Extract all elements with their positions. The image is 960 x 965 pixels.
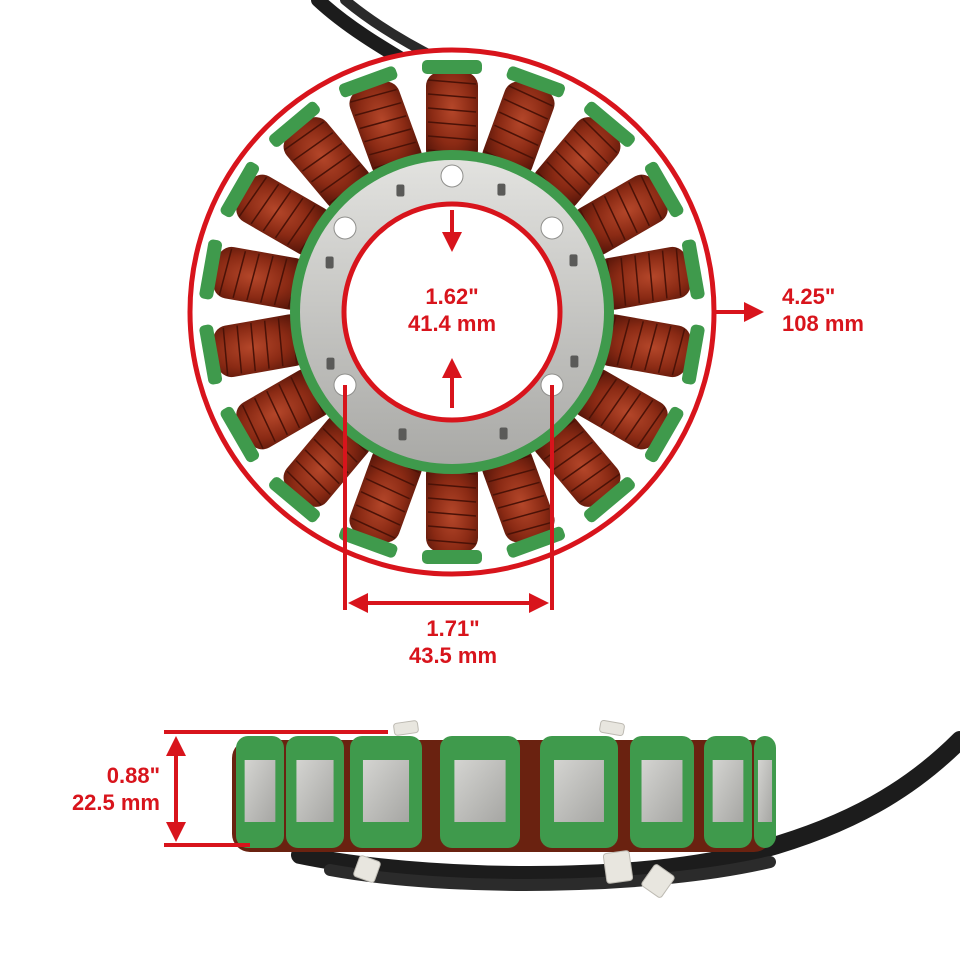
inner-diameter-inch: 1.62" (425, 284, 479, 309)
outer-diameter-inch: 4.25" (782, 284, 836, 309)
stator-coil (422, 460, 482, 564)
thickness-inch: 0.88" (106, 763, 160, 788)
side-pole (540, 736, 618, 848)
side-zip-ties (353, 719, 675, 898)
stator-coil (532, 414, 635, 523)
bolt-spacing-inch: 1.71" (426, 616, 480, 641)
stator-coil (339, 446, 422, 558)
side-pole (286, 736, 344, 848)
side-pole (630, 736, 694, 848)
bolt-hole (540, 216, 564, 240)
rivet (325, 256, 334, 269)
stator-coil (572, 161, 684, 256)
inner-diameter-label: 1.62" 41.4 mm (392, 283, 512, 337)
side-pole (704, 736, 752, 848)
side-pole (440, 736, 520, 848)
stator-coil (532, 101, 635, 210)
outer-diameter-mm: 108 mm (782, 311, 864, 336)
outer-diameter-label: 4.25" 108 mm (782, 283, 902, 337)
rivet (497, 183, 506, 196)
rivet (569, 254, 578, 267)
side-pole (236, 736, 284, 848)
stator-coil (339, 66, 422, 178)
stator-front-view (187, 47, 717, 577)
thickness-label: 0.88" 22.5 mm (20, 762, 160, 816)
rivet (398, 428, 407, 441)
stator-coil (422, 60, 482, 164)
thickness-mm: 22.5 mm (71, 790, 160, 815)
inner-diameter-circle (341, 201, 563, 423)
stator-coil (199, 314, 309, 385)
stator-coil (269, 414, 372, 523)
stator-coil (595, 314, 705, 385)
rivet (499, 427, 508, 440)
bolt-spacing-mm: 43.5 mm (408, 643, 498, 668)
bolt-spacing-label: 1.71" 43.5 mm (388, 615, 518, 669)
rivet (396, 184, 405, 197)
coil-ring (199, 60, 705, 564)
stator-coil (595, 239, 705, 310)
stator-coil (269, 101, 372, 210)
inner-diameter-mm: 41.4 mm (407, 311, 497, 336)
stator-coil (482, 66, 565, 178)
bolt-hole (440, 164, 464, 188)
side-pole (350, 736, 422, 848)
dimension-guides-side (164, 730, 388, 847)
rivet (326, 357, 335, 370)
dimension-guides-front (343, 210, 764, 613)
stator-side-view (232, 719, 776, 898)
stator-coil (199, 239, 309, 310)
bolt-hole (333, 216, 357, 240)
side-pole (754, 736, 776, 848)
side-pole-stack (236, 736, 776, 848)
rivet (570, 355, 579, 368)
